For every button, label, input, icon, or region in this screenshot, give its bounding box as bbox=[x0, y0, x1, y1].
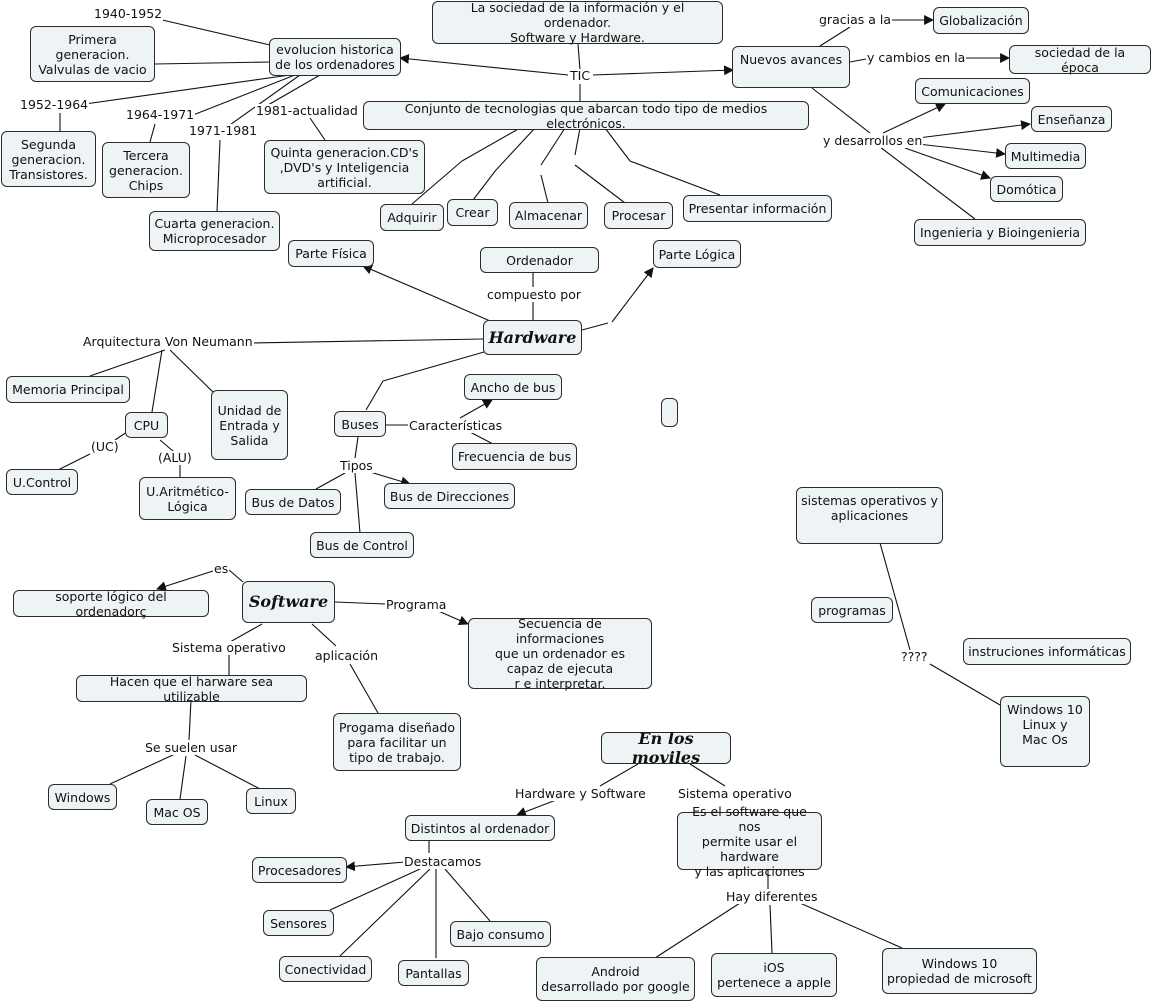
label-1981-actualidad: 1981-actualidad bbox=[255, 103, 359, 118]
node-android[interactable]: Android desarrollado por google bbox=[536, 957, 695, 1001]
node-comunicaciones[interactable]: Comunicaciones bbox=[915, 78, 1030, 104]
label-es: es bbox=[213, 561, 230, 576]
node-hacen-hardware-utilizable[interactable]: Hacen que el harware sea utilizable bbox=[76, 674, 307, 704]
node-globalizacion[interactable]: Globalización bbox=[933, 7, 1029, 34]
node-programas[interactable]: programas bbox=[811, 597, 893, 623]
node-u-control[interactable]: U.Control bbox=[6, 469, 78, 495]
label-sistema-operativo: Sistema operativo bbox=[171, 640, 287, 655]
node-presentar-informacion[interactable]: Presentar información bbox=[683, 195, 832, 222]
node-en-los-moviles[interactable]: En los moviles bbox=[601, 729, 731, 767]
node-u-aritmetico-logica[interactable]: U.Aritmético- Lógica bbox=[139, 477, 236, 520]
label-destacamos: Destacamos bbox=[403, 854, 483, 869]
node-progama-disenado[interactable]: Progama diseñado para facilitar un tipo … bbox=[333, 713, 461, 771]
label-1964-1971: 1964-1971 bbox=[125, 107, 196, 122]
node-unidad-entrada-salida[interactable]: Unidad de Entrada y Salida bbox=[211, 390, 288, 460]
node-bus-de-direcciones[interactable]: Bus de Direcciones bbox=[384, 483, 515, 509]
node-empty[interactable] bbox=[661, 398, 678, 427]
node-distintos-al-ordenador[interactable]: Distintos al ordenador bbox=[405, 815, 555, 841]
node-sociedad-informacion[interactable]: La sociedad de la información y el orden… bbox=[432, 0, 723, 45]
node-adquirir[interactable]: Adquirir bbox=[380, 204, 444, 231]
node-linux[interactable]: Linux bbox=[246, 788, 296, 814]
node-mac-os[interactable]: Mac OS bbox=[146, 799, 208, 825]
node-primera-generacion[interactable]: Primera generacion. Valvulas de vacio bbox=[30, 26, 155, 82]
node-parte-logica[interactable]: Parte Lógica bbox=[653, 240, 741, 268]
node-parte-fisica[interactable]: Parte Física bbox=[288, 240, 374, 267]
label-aplicacion: aplicación bbox=[314, 648, 379, 663]
node-hardware[interactable]: Hardware bbox=[483, 320, 582, 355]
node-procesadores[interactable]: Procesadores bbox=[252, 857, 347, 883]
node-soporte-logico[interactable]: soporte lógico del ordenadorç bbox=[13, 589, 209, 619]
label-y-cambios-en-la: y cambios en la bbox=[866, 50, 967, 65]
label-uc: (UC) bbox=[90, 439, 120, 454]
node-pantallas[interactable]: Pantallas bbox=[398, 960, 469, 986]
node-software[interactable]: Software bbox=[242, 581, 335, 623]
node-buses[interactable]: Buses bbox=[334, 411, 386, 437]
node-es-el-software[interactable]: Es el software que nos permite usar el h… bbox=[677, 804, 822, 879]
label-caracteristicas: Características bbox=[408, 418, 504, 433]
label-hardware-y-software: Hardware y Software bbox=[514, 786, 647, 801]
label-hay-diferentes: Hay diferentes bbox=[725, 889, 819, 904]
label-tipos: Tipos bbox=[339, 458, 374, 473]
label-tic: TIC bbox=[569, 68, 592, 83]
node-crear[interactable]: Crear bbox=[447, 199, 498, 226]
node-bajo-consumo[interactable]: Bajo consumo bbox=[450, 921, 551, 947]
node-frecuencia-de-bus[interactable]: Frecuencia de bus bbox=[452, 443, 577, 470]
node-ios[interactable]: iOS pertenece a apple bbox=[711, 953, 837, 997]
node-evolucion-historica[interactable]: evolucion historica de los ordenadores bbox=[269, 38, 401, 76]
node-memoria-principal[interactable]: Memoria Principal bbox=[6, 376, 130, 403]
node-secuencia-informaciones[interactable]: Secuencia de informaciones que un ordena… bbox=[468, 616, 652, 691]
node-conjunto-tecnologias[interactable]: Conjunto de tecnologias que abarcan todo… bbox=[363, 101, 809, 131]
node-cuarta-generacion[interactable]: Cuarta generacion. Microprocesador bbox=[149, 211, 280, 251]
label-alu: (ALU) bbox=[157, 450, 193, 465]
node-quinta-generacion[interactable]: Quinta generacion.CD's ,DVD's y Intelige… bbox=[264, 140, 425, 194]
node-almacenar[interactable]: Almacenar bbox=[509, 202, 588, 229]
node-cpu[interactable]: CPU bbox=[125, 412, 168, 438]
node-sensores[interactable]: Sensores bbox=[263, 910, 334, 936]
node-instruciones-informaticas[interactable]: instruciones informáticas bbox=[963, 638, 1131, 665]
node-domotica[interactable]: Domótica bbox=[990, 176, 1063, 202]
node-bus-de-datos[interactable]: Bus de Datos bbox=[245, 489, 341, 515]
label-1952-1964: 1952-1964 bbox=[19, 97, 90, 112]
node-conectividad[interactable]: Conectividad bbox=[279, 956, 372, 982]
label-arquitectura-von-neumann: Arquitectura Von Neumann bbox=[82, 334, 254, 349]
label-1940-1952: 1940-1952 bbox=[93, 6, 164, 21]
node-nuevos-avances[interactable]: Nuevos avances bbox=[732, 46, 850, 88]
node-tercera-generacion[interactable]: Tercera generacion. Chips bbox=[102, 142, 190, 198]
node-ingenieria[interactable]: Ingenieria y Bioingenieria bbox=[914, 219, 1086, 246]
node-sociedad-epoca[interactable]: sociedad de la época bbox=[1009, 45, 1151, 75]
label-y-desarrollos-en: y desarrollos en bbox=[822, 133, 924, 148]
node-ensenanza[interactable]: Enseñanza bbox=[1031, 106, 1112, 132]
node-ancho-de-bus[interactable]: Ancho de bus bbox=[464, 374, 562, 400]
node-windows-linux-mac[interactable]: Windows 10 Linux y Mac Os bbox=[1000, 696, 1090, 767]
node-ordenador[interactable]: Ordenador bbox=[480, 247, 599, 273]
label-question-marks: ???? bbox=[900, 649, 929, 664]
node-segunda-generacion[interactable]: Segunda generacion. Transistores. bbox=[1, 131, 96, 187]
node-procesar[interactable]: Procesar bbox=[604, 202, 673, 229]
label-se-suelen-usar: Se suelen usar bbox=[144, 740, 239, 755]
node-bus-de-control[interactable]: Bus de Control bbox=[310, 532, 414, 558]
label-programa: Programa bbox=[385, 597, 448, 612]
node-sistemas-operativos-aplicaciones[interactable]: sistemas operativos y aplicaciones bbox=[796, 487, 943, 544]
node-multimedia[interactable]: Multimedia bbox=[1005, 143, 1086, 169]
label-sistema-operativo-moviles: Sistema operativo bbox=[677, 786, 793, 801]
label-1971-1981: 1971-1981 bbox=[188, 123, 259, 138]
label-gracias-a-la: gracias a la bbox=[818, 12, 892, 27]
node-windows[interactable]: Windows bbox=[48, 784, 117, 810]
node-windows-10-microsoft[interactable]: Windows 10 propiedad de microsoft bbox=[882, 948, 1037, 994]
label-compuesto-por: compuesto por bbox=[486, 287, 583, 302]
